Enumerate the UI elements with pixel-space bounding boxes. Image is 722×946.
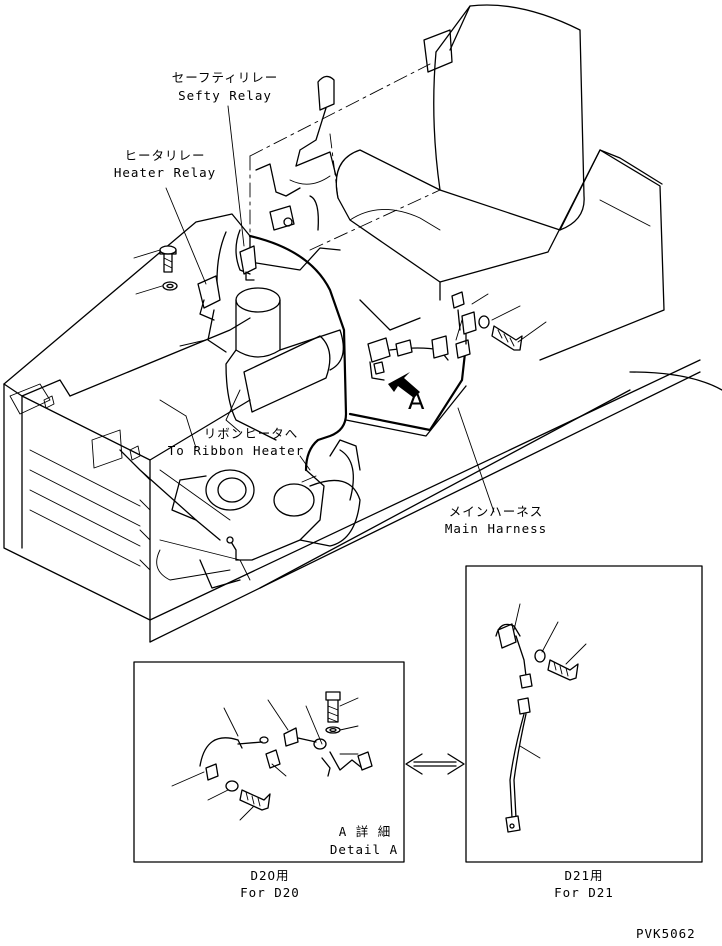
bolt-heater-relay (159, 245, 178, 291)
harness-and-relays (159, 205, 523, 561)
double-arrow-icon (405, 753, 465, 775)
heater-relay-label-jp: ヒータリレー (124, 148, 206, 163)
for-d20-label-en: For D20 (240, 885, 300, 900)
for-d21-label-jp: D21用 (564, 868, 604, 883)
d21-box (465, 565, 703, 863)
for-d21-label-en: For D21 (554, 885, 614, 900)
main-harness-label-jp: メインハーネス (448, 504, 544, 519)
detail-a-title-en: Detail A (329, 842, 399, 857)
leader-lines (133, 105, 547, 513)
machine-body (3, 4, 722, 643)
safety-relay-label-en: Sefty Relay (178, 88, 272, 103)
ribbon-heater-label-jp: リボンヒータへ (203, 426, 299, 441)
ribbon-heater-label-en: To Ribbon Heater (167, 443, 305, 458)
heater-relay-part (197, 275, 221, 321)
heater-relay-label-en: Heater Relay (113, 165, 217, 180)
view-arrow-icon (388, 372, 420, 398)
view-a-connector (367, 291, 523, 381)
main-harness-label-en: Main Harness (444, 521, 548, 536)
engine-components (119, 287, 361, 589)
detail-a-title-jp: A 詳 細 (338, 824, 392, 839)
safety-relay-label-jp: セーフティリレー (171, 70, 279, 85)
safety-relay-part (239, 245, 257, 281)
detail-a-box (133, 661, 405, 863)
view-a-marker: A (408, 387, 425, 415)
drawing-number: PVK5062 (636, 926, 696, 941)
for-d20-label-jp: D2O用 (250, 868, 290, 883)
